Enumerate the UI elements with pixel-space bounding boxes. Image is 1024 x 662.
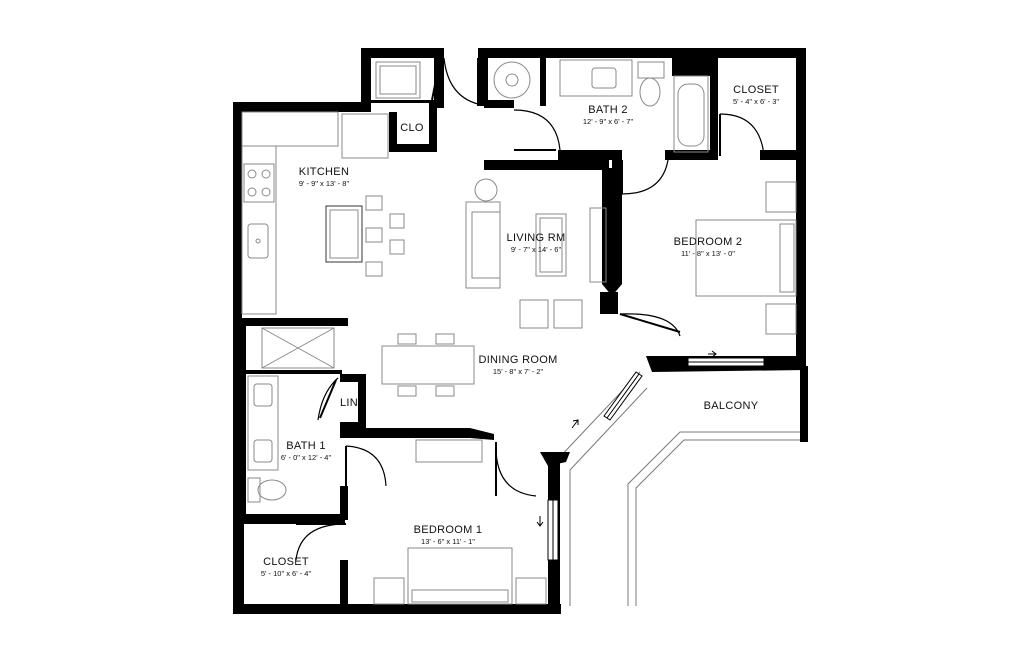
room-name: LIVING RM <box>506 232 566 244</box>
room-name: CLOSET <box>263 556 309 568</box>
entry-door <box>443 57 479 105</box>
coffee-table <box>535 213 567 277</box>
room-label-lin: LIN <box>340 397 358 410</box>
bedroom1-door <box>495 441 537 497</box>
room-dims: 9' - 9" x 13' - 8" <box>298 179 350 188</box>
room-name: BEDROOM 1 <box>413 524 483 536</box>
room-name: BATH 2 <box>588 104 628 116</box>
water-heater <box>493 61 531 99</box>
room-name: BATH 1 <box>286 440 326 452</box>
sliding-doors[interactable] <box>547 357 765 561</box>
slide-arrows <box>536 350 717 527</box>
balcony-wall <box>646 356 808 442</box>
bath2-vanity <box>559 59 633 97</box>
dresser <box>415 439 483 463</box>
balcony-area <box>556 371 808 606</box>
shower <box>261 327 335 369</box>
room-label-bath1: BATH 1 6' - 0" x 12' - 4" <box>281 440 331 463</box>
room-dims: 13' - 6" x 11' - 1" <box>421 537 475 546</box>
room-label-bath2: BATH 2 12' - 9" x 6' - 7" <box>583 104 633 127</box>
nightstand <box>765 181 797 213</box>
room-label-bedroom2: BEDROOM 2 11' - 8" x 13' - 0" <box>674 236 743 259</box>
door-leaves <box>296 58 721 525</box>
bath1-door <box>345 445 387 487</box>
sofa <box>465 201 501 289</box>
room-label-closet1: CLOSET 5' - 10" x 6' - 4" <box>261 556 311 579</box>
room-label-bedroom1: BEDROOM 1 13' - 6" x 11' - 1" <box>414 524 483 547</box>
room-name: CLO <box>400 122 424 134</box>
room-label-balcony: BALCONY <box>704 400 759 413</box>
room-dims: 5' - 10" x 6' - 4" <box>260 569 312 578</box>
room-name: BALCONY <box>703 400 759 412</box>
washer <box>375 61 421 99</box>
room-name: CLOSET <box>733 84 779 96</box>
bath1-toilet <box>257 479 287 501</box>
closet1-door <box>295 523 347 561</box>
room-name: BEDROOM 2 <box>673 236 743 248</box>
room-label-clo: CLO <box>400 122 424 135</box>
closet2-door <box>719 113 765 157</box>
side-table <box>474 178 498 202</box>
bedroom1-bed <box>407 547 513 605</box>
room-label-closet2: CLOSET 5' - 4" x 6' - 3" <box>733 84 779 107</box>
room-label-dining: DINING ROOM 15' - 8" x 7' - 2" <box>478 354 557 377</box>
room-name: LIN <box>339 397 359 409</box>
range <box>243 163 275 203</box>
interior-walls <box>233 58 800 608</box>
kitchen-counter <box>241 111 339 147</box>
room-dims: 5' - 4" x 6' - 3" <box>732 97 780 106</box>
bedroom2-door <box>621 159 669 195</box>
doors[interactable] <box>295 57 765 561</box>
refrigerator <box>341 113 389 159</box>
fixtures <box>241 59 797 605</box>
room-name: KITCHEN <box>298 166 350 178</box>
room-dims: 12' - 9" x 6' - 7" <box>582 117 634 126</box>
bathtub <box>673 75 709 153</box>
room-label-kitchen: KITCHEN 9' - 9" x 13' - 8" <box>299 166 349 189</box>
kitchen-island <box>325 205 363 263</box>
tv-stand <box>589 207 607 283</box>
room-dims: 11' - 8" x 13' - 0" <box>681 249 735 258</box>
bedroom2-bed <box>695 219 797 297</box>
room-dims: 6' - 0" x 12' - 4" <box>280 453 332 462</box>
room-label-living: LIVING RM 9' - 7" x 14' - 6" <box>507 232 566 255</box>
room-dims: 9' - 7" x 14' - 6" <box>510 245 562 254</box>
exterior-walls <box>233 48 806 614</box>
bath2-door <box>513 109 561 151</box>
dining-table <box>381 345 475 385</box>
room-name: DINING ROOM <box>478 354 558 366</box>
bath1-vanity <box>247 375 279 471</box>
bath2-toilet <box>639 77 661 107</box>
armchair <box>519 299 549 329</box>
kitchen-sink <box>247 223 269 259</box>
room-dims: 15' - 8" x 7' - 2" <box>492 367 544 376</box>
